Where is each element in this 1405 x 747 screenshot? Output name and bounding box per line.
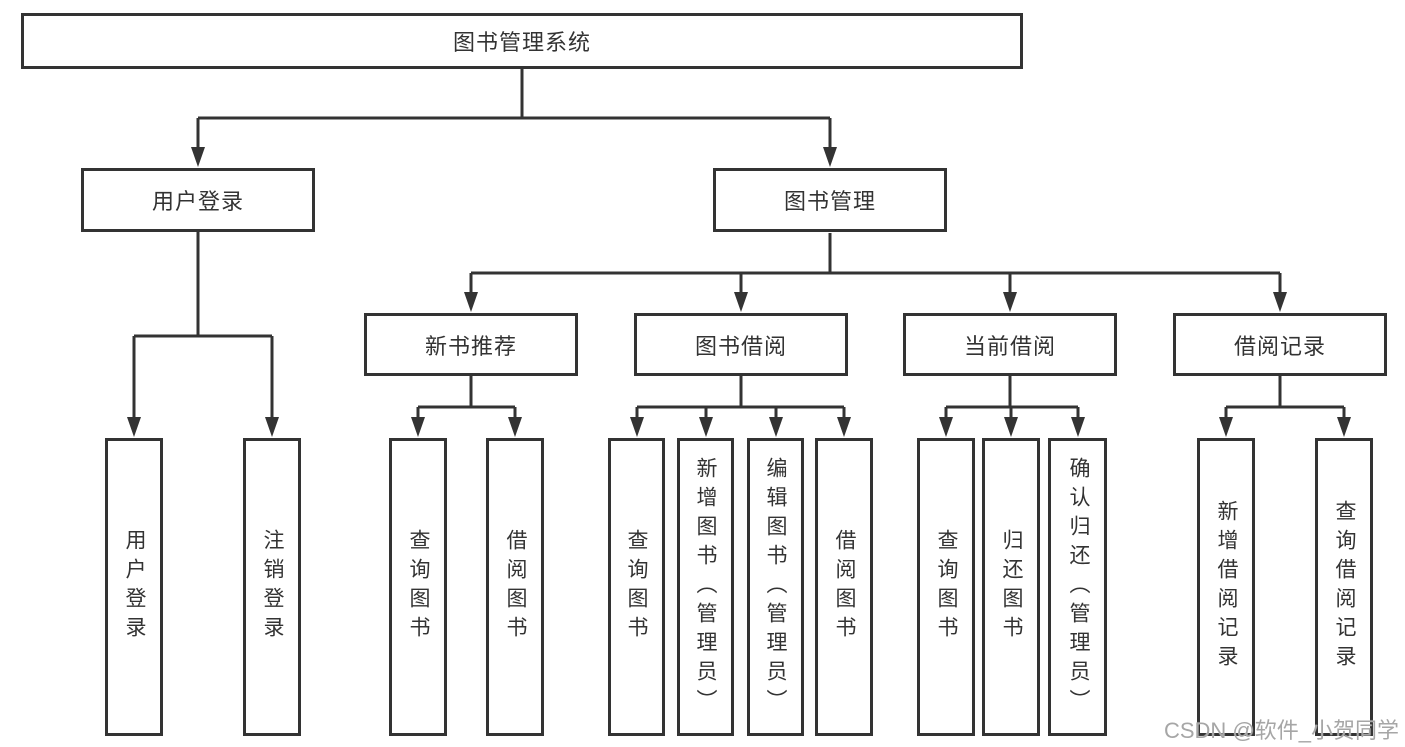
node-borrow-records: 借阅记录 (1173, 313, 1387, 376)
node-book-management-label: 图书管理 (783, 189, 876, 214)
leaf-logout: 注销登录 (243, 438, 301, 736)
node-user-login: 用户登录 (81, 168, 315, 232)
leaf-user-login: 用户登录 (105, 438, 163, 736)
leaf-borrow-books: 借阅图书 (815, 438, 873, 736)
node-borrow-records-label: 借阅记录 (1233, 333, 1326, 359)
leaf-edit-books-admin: 编辑图书（管理员） (747, 438, 804, 736)
leaf-query-books-borrow: 查询图书 (608, 438, 665, 736)
leaf-add-books-admin: 新增图书（管理员） (677, 438, 734, 736)
node-current-borrow: 当前借阅 (903, 313, 1117, 376)
leaf-confirm-return-admin: 确认归还（管理员） (1048, 438, 1107, 736)
leaf-return-books: 归还图书 (982, 438, 1040, 736)
arrowheads (127, 147, 1351, 437)
node-new-book-recommend-label: 新书推荐 (424, 333, 517, 359)
node-book-borrow: 图书借阅 (634, 313, 848, 376)
leaf-borrow-books-recommend: 借阅图书 (486, 438, 544, 736)
node-root-label: 图书管理系统 (452, 30, 591, 55)
node-book-borrow-label: 图书借阅 (694, 333, 787, 359)
node-user-login-label: 用户登录 (151, 189, 244, 214)
leaf-query-books-recommend: 查询图书 (389, 438, 447, 736)
leaf-query-books-current: 查询图书 (917, 438, 975, 736)
node-current-borrow-label: 当前借阅 (963, 333, 1056, 359)
csdn-watermark: CSDN @软件_小贺同学 (1163, 718, 1399, 743)
node-book-management: 图书管理 (713, 168, 947, 232)
leaf-add-borrow-record: 新增借阅记录 (1197, 438, 1255, 736)
leaf-query-borrow-record: 查询借阅记录 (1315, 438, 1373, 736)
node-new-book-recommend: 新书推荐 (364, 313, 578, 376)
node-root: 图书管理系统 (21, 13, 1023, 69)
